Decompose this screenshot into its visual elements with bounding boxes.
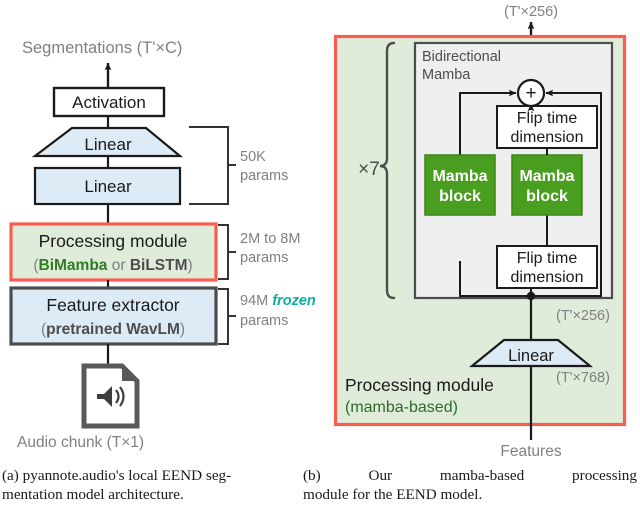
panelb-features-label: Features <box>500 443 561 460</box>
panelb-module-title: Processing module <box>345 375 494 395</box>
flip-time-bottom-line1: Flip time <box>517 250 578 267</box>
sum-node-symbol: + <box>525 83 536 104</box>
mamba-block-right-line1: Mamba <box>519 168 574 185</box>
feature-extractor-box <box>9 286 218 346</box>
params-50k-line2: params <box>240 168 288 184</box>
params-2m8m-line2: params <box>240 250 288 266</box>
linear-rect-box <box>33 166 182 206</box>
caption-a-line2: mentation model architecture. <box>2 486 184 503</box>
panelb-top-shape-label: (T'×256) <box>504 4 558 20</box>
params-94m-line1: 94M frozen <box>240 293 316 309</box>
mamba-block-left-line1: Mamba <box>432 168 487 185</box>
params-94m-line2: params <box>240 313 288 329</box>
flip-time-top-line1: Flip time <box>517 110 578 127</box>
processing-module-options: (BiMamba or BiLSTM) <box>33 257 192 274</box>
caption-b-line2: module for the EEND model. <box>303 486 483 503</box>
audio-chunk-label: Audio chunk (T×1) <box>17 434 144 451</box>
feature-extractor-label: Feature extractor <box>46 295 179 315</box>
linear-trapezoid-box <box>31 126 184 158</box>
activation-label: Activation <box>72 93 146 112</box>
flip-time-bottom-line2: dimension <box>511 269 584 286</box>
panelb-module-subtitle: (mamba-based) <box>345 399 458 416</box>
caption-a: (a) pyannote.audio's local EEND seg- men… <box>2 466 302 504</box>
bracket-94m <box>218 288 236 345</box>
linear-trapezoid-label: Linear <box>84 135 132 154</box>
params-50k-line1: 50K <box>240 149 266 165</box>
caption-a-line1: (a) pyannote.audio's local EEND seg- <box>2 467 232 484</box>
segmentations-label: Segmentations (T'×C) <box>22 39 182 57</box>
mamba-block-right <box>511 154 583 216</box>
mamba-block-right-line2: block <box>526 188 568 205</box>
caption-b: (b) Our mamba-based processing module fo… <box>303 466 637 504</box>
sum-node-circle <box>516 78 546 108</box>
processing-module-label: Processing module <box>39 231 188 251</box>
bracket-2m8m <box>218 224 236 280</box>
audio-file-icon <box>81 363 140 429</box>
mamba-block-left <box>424 154 496 216</box>
bracket-50k <box>189 126 236 205</box>
wire-input-to-mamba-left <box>459 261 531 297</box>
wire-residual-right <box>531 89 602 297</box>
linear-rect-label: Linear <box>84 177 132 196</box>
flip-time-top-line2: dimension <box>511 129 584 146</box>
params-2m8m-line1: 2M to 8M <box>240 231 300 247</box>
repeat-brace <box>379 41 396 300</box>
panelb-linear-label: Linear <box>508 347 554 365</box>
caption-b-line1: (b) Our mamba-based processing <box>303 467 637 484</box>
panelb-linear-box <box>468 338 594 368</box>
bidirectional-mamba-title-line1: Bidirectional <box>422 49 501 65</box>
flip-time-bottom-box <box>496 245 598 289</box>
mamba-block-left-line2: block <box>439 188 481 205</box>
panelb-mid-shape-label: (T'×256) <box>556 308 610 324</box>
panelb-lower-shape-label: (T'×768) <box>556 370 610 386</box>
flip-time-top-box <box>496 105 598 149</box>
bidirectional-mamba-title-line2: Mamba <box>422 67 471 83</box>
feature-extractor-sub: (pretrained WavLM) <box>41 321 185 338</box>
repeat-label: ×7 <box>358 159 380 180</box>
processing-module-box <box>9 222 218 282</box>
